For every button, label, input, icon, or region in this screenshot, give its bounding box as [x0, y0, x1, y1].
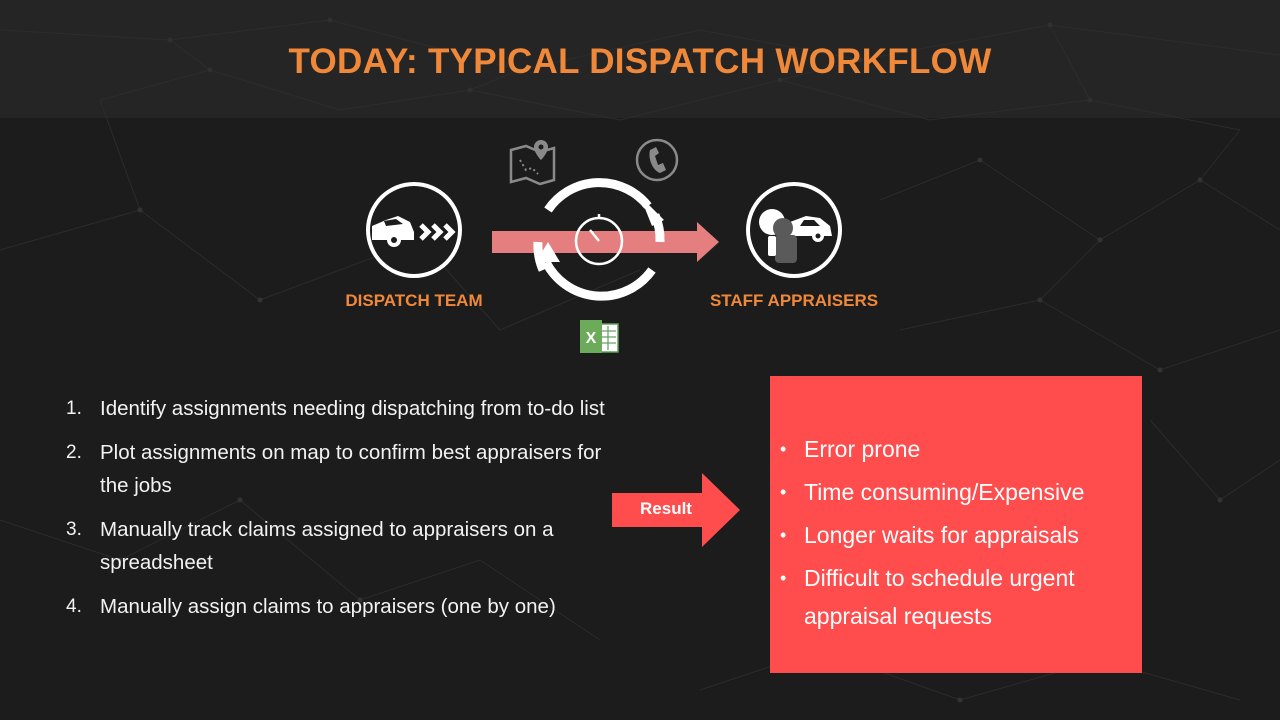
- step-number: 3.: [66, 519, 82, 540]
- car-chevrons-icon: [366, 182, 462, 278]
- list-item: 1. Identify assignments needing dispatch…: [66, 392, 611, 425]
- result-text: Longer waits for appraisals: [804, 522, 1079, 548]
- step-number: 1.: [66, 398, 82, 419]
- page-title: TODAY: TYPICAL DISPATCH WORKFLOW: [288, 42, 992, 81]
- step-text: Manually assign claims to appraisers (on…: [100, 595, 556, 618]
- map-pin-icon: [509, 140, 556, 186]
- result-box: • Error prone • Time consuming/Expensive •…: [770, 376, 1142, 673]
- step-text: Plot assignments on map to confirm best …: [100, 441, 602, 497]
- list-item: • Longer waits for appraisals: [778, 516, 1134, 554]
- staff-appraisers-label: STAFF APPRAISERS: [709, 291, 879, 310]
- svg-text:X: X: [586, 330, 597, 347]
- list-item: • Error prone: [778, 430, 1134, 468]
- bullet: •: [780, 525, 787, 545]
- bullet: •: [780, 568, 787, 588]
- list-item: 4. Manually assign claims to appraisers …: [66, 590, 611, 623]
- step-number: 4.: [66, 596, 82, 617]
- result-text: Error prone: [804, 436, 921, 462]
- step-text: Identify assignments needing dispatching…: [100, 397, 605, 420]
- excel-icon: X: [580, 320, 619, 353]
- list-item: 2. Plot assignments on map to confirm be…: [66, 436, 611, 502]
- result-text: Time consuming/Expensive: [804, 479, 1085, 505]
- result-text: Difficult to schedule urgent appraisal r…: [804, 565, 1075, 629]
- bullet: •: [780, 439, 787, 459]
- result-label: Result: [640, 499, 692, 518]
- bullet: •: [780, 482, 787, 502]
- list-item: 3. Manually track claims assigned to app…: [66, 513, 611, 579]
- stopwatch-cycle-icon: [533, 178, 665, 301]
- list-item: • Difficult to schedule urgent appraisal …: [778, 559, 1134, 635]
- list-item: • Time consuming/Expensive: [778, 473, 1134, 511]
- workflow-arrow: [492, 222, 719, 262]
- dispatch-team-label: DISPATCH TEAM: [345, 291, 483, 310]
- step-number: 2.: [66, 442, 82, 463]
- result-arrow-icon: [612, 473, 740, 547]
- steps-list: 1. Identify assignments needing dispatch…: [66, 392, 611, 634]
- phone-icon: [635, 138, 679, 182]
- appraiser-car-icon: [746, 182, 842, 278]
- result-list: • Error prone • Time consuming/Expensive •…: [778, 430, 1134, 640]
- step-text: Manually track claims assigned to apprai…: [100, 518, 554, 574]
- header-band: [0, 0, 1280, 118]
- workflow-diagram: X: [366, 138, 842, 353]
